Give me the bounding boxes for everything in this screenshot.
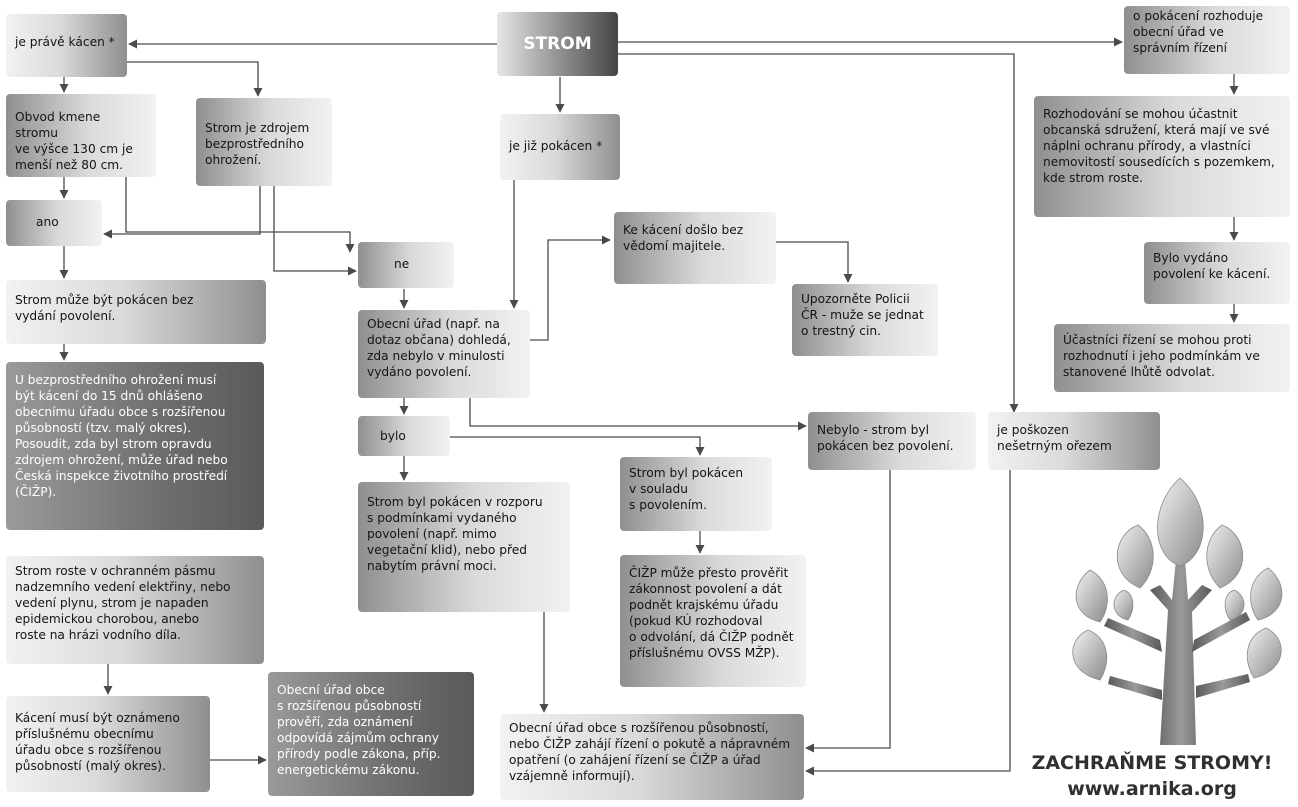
tree-branch-right <box>1192 612 1250 652</box>
edge-nebylo-to-rizeni <box>805 470 891 753</box>
node-preveri: Obecní úřad obce s rozšířenou působností… <box>268 672 474 796</box>
leaf-mid-right <box>1250 567 1283 621</box>
node-bezprostredni: U bezprostředního ohrožení musí být káce… <box>6 362 264 530</box>
edge-zdroj-to-ano <box>103 186 261 239</box>
tree-illustration <box>1072 477 1283 745</box>
leaf-upper-right <box>1206 524 1244 589</box>
node-strom: STROM <box>497 12 618 76</box>
node-zdroj: Strom je zdrojem bezprostředního ohrožen… <box>196 98 332 186</box>
leaf-top <box>1157 477 1204 567</box>
node-v-rozporu: Strom byl pokácen v rozporu s podmínkami… <box>358 482 570 612</box>
node-nebylo: Nebylo - strom byl pokácen bez povolení. <box>808 412 976 470</box>
edge-dohleda-to-vedomi <box>530 235 611 341</box>
tree-branch-low-left <box>1108 676 1162 700</box>
node-poskozen: je poškozen nešetrným ořezem <box>988 412 1160 470</box>
node-rozhoduje: o pokácení rozhoduje obecní úřad ve sprá… <box>1124 6 1290 74</box>
node-vydano: Bylo vydáno povolení ke kácení. <box>1144 242 1290 304</box>
node-bez-vedomi: Ke kácení došlo bez vědomí majitele. <box>614 212 776 284</box>
node-oznameno: Kácení musí být oznámeno příslušnému obe… <box>6 696 210 792</box>
node-policie: Upozorněte Policii ČR - muže se jednat o… <box>792 284 938 356</box>
tree-branch-low-right <box>1196 674 1250 698</box>
tree-trunk <box>1150 560 1212 745</box>
leaf-lower-right <box>1246 627 1282 679</box>
edge-strom-to-poskozen <box>618 53 1019 413</box>
node-dohleda: Obecní úřad (např. na dotaz občana) dohl… <box>358 310 530 398</box>
node-ne: ne <box>358 242 454 288</box>
edge-kacen-to-zdroj <box>126 61 263 97</box>
website-link[interactable]: www.arnika.org <box>1067 778 1237 800</box>
leaf-mid-left <box>1075 569 1108 623</box>
node-ano: ano <box>6 200 102 246</box>
edge-dohleda-to-nebylo <box>469 398 807 431</box>
node-obvod: Obvod kmene stromu ve výšce 130 cm je me… <box>6 94 156 177</box>
edge-obvod-to-ne <box>125 177 355 253</box>
node-muze-bez-povoleni: Strom může být pokácen bez vydání povole… <box>6 280 266 344</box>
node-ochranne-pasmo: Strom roste v ochranném pásmu nadzemního… <box>6 556 264 664</box>
edge-bylo-to-souladu <box>450 436 705 456</box>
leaf-lower-left <box>1072 629 1108 681</box>
node-ucastnit: Rozhodování se mohou účastnit obcanská s… <box>1034 96 1290 217</box>
leaf-small-right <box>1224 589 1245 621</box>
leaf-small-left <box>1113 589 1134 621</box>
node-cizp-preverit: ČIŽP může přesto prověřit zákonnost povo… <box>620 555 806 687</box>
slogan-text: ZACHRAŇME STROMY! <box>1031 752 1273 774</box>
edge-vedomi-to-policie <box>760 241 853 283</box>
edge-poskozen-to-rizeni <box>805 470 1011 776</box>
tree-branch-left <box>1104 618 1162 652</box>
leaf-upper-left <box>1116 524 1154 589</box>
node-strom-label: STROM <box>523 34 592 54</box>
node-odvolat: Účastníci řízení se mohou proti rozhodnu… <box>1054 324 1290 392</box>
node-je-jiz-pokacen: je již pokácen * <box>500 114 620 180</box>
node-v-souladu: Strom byl pokácen v souladu s povolením. <box>620 457 772 531</box>
node-je-prave-kacen: je právě kácen * <box>6 14 127 77</box>
edge-zdroj-to-ne <box>273 186 357 276</box>
node-rizeni-pokuta: Obecní úřad obce s rozšířenou působností… <box>500 714 804 800</box>
node-bylo: bylo <box>358 416 450 456</box>
